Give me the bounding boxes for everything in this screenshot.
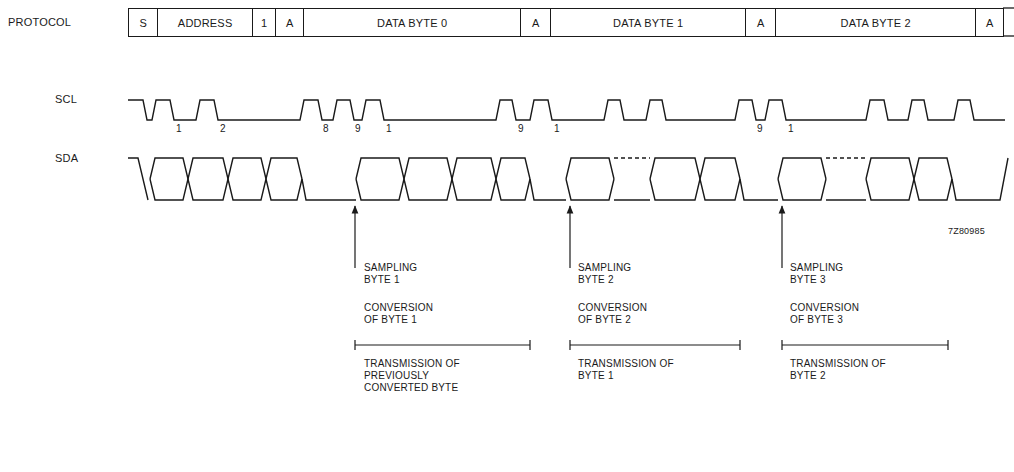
- conversion-note: CONVERSION OF BYTE 2: [578, 302, 660, 326]
- clock-number: 8: [323, 123, 329, 135]
- sda-bit: [778, 179, 826, 200]
- sampling-note: SAMPLING BYTE 3: [790, 262, 860, 286]
- sda-bit: [404, 179, 452, 200]
- clock-number: 9: [757, 123, 763, 135]
- sampling-arrow: [569, 206, 570, 268]
- sda-bit: [228, 179, 266, 200]
- sampling-note: SAMPLING BYTE 2: [578, 262, 648, 286]
- sda-bit: [266, 158, 302, 179]
- field-label: DATA BYTE 1: [613, 17, 683, 29]
- clock-number: 1: [788, 123, 794, 135]
- figure-code: 7Z80985: [948, 226, 985, 237]
- sda-bit: [866, 179, 914, 200]
- sda-bit: [150, 179, 188, 200]
- clock-number: 1: [386, 123, 392, 135]
- field-label: S: [139, 17, 147, 29]
- sda-ack: [952, 158, 1008, 200]
- sda-repeat: [826, 157, 866, 158]
- clock-number: 9: [355, 123, 361, 135]
- protocol-field: ADDRESS: [157, 8, 253, 37]
- sda-bit: [452, 158, 496, 179]
- sda-bit: [700, 158, 740, 179]
- clock-number: 2: [220, 123, 226, 135]
- sda-bit: [356, 179, 404, 200]
- protocol-field: DATA BYTE 2: [775, 8, 976, 37]
- sda-waveform: [128, 158, 1008, 200]
- sda-bit: [356, 158, 404, 179]
- interval-bracket: [355, 340, 530, 350]
- field-label: A: [532, 17, 540, 29]
- protocol-row-continuation: [1003, 7, 1014, 8]
- sda-bit: [566, 158, 614, 179]
- sda-bit: [914, 158, 952, 179]
- sampling-arrow: [354, 206, 355, 268]
- transmission-note: TRANSMISSION OF BYTE 1: [578, 358, 676, 382]
- sda-start: [128, 158, 148, 200]
- field-label: A: [286, 17, 294, 29]
- sda-bit: [778, 158, 826, 179]
- sda-bit: [914, 179, 952, 200]
- sda-ack: [302, 179, 356, 200]
- sda-bit: [866, 158, 914, 179]
- interval-bracket: [782, 340, 948, 350]
- signal-name: SCL: [55, 93, 77, 106]
- protocol-field: 1: [252, 8, 276, 37]
- field-label: 1: [261, 17, 267, 29]
- scl-trace: [128, 100, 1005, 120]
- field-label: ADDRESS: [178, 17, 233, 29]
- sda-bit: [266, 179, 302, 200]
- protocol-field: A: [975, 8, 1004, 37]
- sda-ack: [530, 179, 566, 200]
- protocol-field: A: [745, 8, 776, 37]
- transmission-note: TRANSMISSION OF BYTE 2: [790, 358, 888, 382]
- conversion-note: CONVERSION OF BYTE 3: [790, 302, 872, 326]
- scl-waveform: [128, 100, 1005, 120]
- sampling-note: SAMPLING BYTE 1: [364, 262, 434, 286]
- field-label: DATA BYTE 0: [377, 17, 447, 29]
- protocol-field: DATA BYTE 1: [550, 8, 746, 37]
- interval-bracket: [570, 340, 740, 350]
- sda-bit: [496, 158, 530, 179]
- sda-repeat: [614, 199, 650, 200]
- sda-bit: [228, 158, 266, 179]
- field-label: DATA BYTE 2: [841, 17, 911, 29]
- sda-bit: [566, 179, 614, 200]
- sda-ack: [740, 179, 778, 200]
- transmission-note: TRANSMISSION OF PREVIOUSLY CONVERTED BYT…: [364, 358, 462, 394]
- protocol-field: DATA BYTE 0: [303, 8, 521, 37]
- field-label: A: [757, 17, 765, 29]
- clock-number: 1: [176, 123, 182, 135]
- sda-bit: [496, 179, 530, 200]
- row-label: PROTOCOL: [8, 16, 71, 29]
- sda-bit: [650, 179, 700, 200]
- sda-bit: [188, 158, 228, 179]
- sda-bit: [700, 179, 740, 200]
- signal-name: SDA: [55, 152, 78, 165]
- sda-repeat: [614, 157, 650, 158]
- sda-bit: [404, 158, 452, 179]
- protocol-field: A: [275, 8, 304, 37]
- conversion-note: CONVERSION OF BYTE 1: [364, 302, 446, 326]
- sda-bit: [650, 158, 700, 179]
- sda-bit: [150, 158, 188, 179]
- sampling-arrow: [781, 206, 782, 268]
- sda-bit: [188, 179, 228, 200]
- sampling-marks: [355, 206, 948, 350]
- sda-repeat: [826, 199, 866, 200]
- field-label: A: [986, 17, 994, 29]
- clock-number: 1: [554, 123, 560, 135]
- clock-number: 9: [518, 123, 524, 135]
- sda-bit: [452, 179, 496, 200]
- protocol-row-continuation: [1003, 35, 1014, 36]
- protocol-field: S: [128, 8, 158, 37]
- protocol-field: A: [520, 8, 551, 37]
